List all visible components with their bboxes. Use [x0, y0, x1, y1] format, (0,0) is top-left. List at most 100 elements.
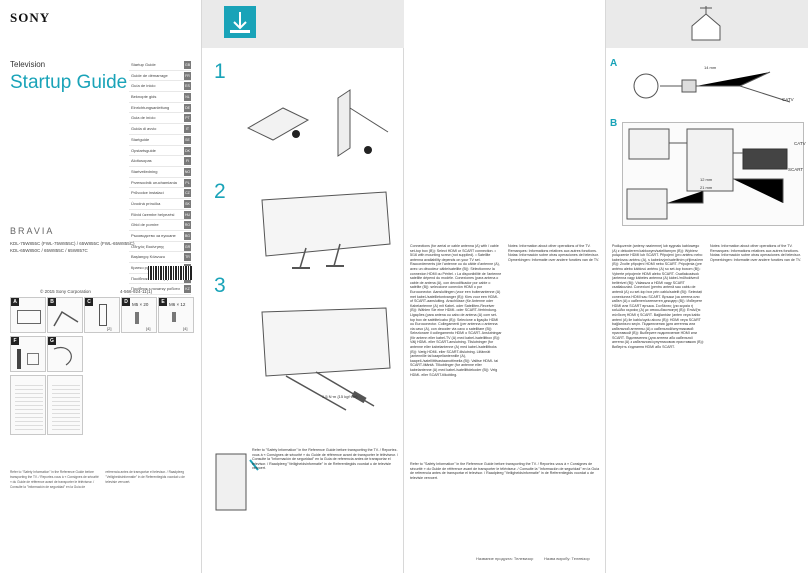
language-name: Startveiledning: [131, 168, 158, 174]
battery-icon: [27, 353, 39, 365]
part-e-screws: E M6 × 12 [4]: [158, 297, 194, 333]
language-row: Ghid de pornire RO: [129, 220, 191, 231]
catv-label-b: CATV: [794, 141, 806, 146]
models-line-2: KDL-65W850C / 65W855C / 65W857C: [10, 248, 88, 253]
part-tag: E: [159, 298, 167, 306]
scart-label: SCART: [788, 167, 804, 172]
product-label: Television: [10, 60, 46, 69]
screw-icon: [135, 312, 139, 324]
language-row: Οδηγός Εκκίνησης GR: [129, 242, 191, 253]
language-name: Guida di avvio: [131, 126, 157, 132]
house-antenna-icon: [691, 6, 721, 41]
length-label-b2: 21 mm: [700, 185, 713, 190]
barcode: [148, 266, 192, 280]
part-tag: F: [11, 337, 19, 345]
cable-icon: [53, 347, 72, 366]
qty-e: [4]: [183, 326, 188, 331]
bracket-icon: [99, 304, 107, 326]
copyright: © 2015 Sony Corporation: [40, 289, 91, 294]
part-f-remote: F: [10, 336, 46, 372]
document-icon: [15, 382, 43, 430]
diagram-b-wiring: [626, 128, 788, 220]
notes-text: Refer to "Safety Information" in the Ref…: [10, 470, 185, 489]
diagram-a-aerial: [633, 71, 791, 103]
diagram-b-settopbox: [622, 122, 804, 226]
section-b-label: B: [610, 118, 618, 129]
remote-icon: [17, 349, 21, 369]
language-row: Aloitusopas FI: [129, 156, 191, 167]
language-name: Οδηγός Εκκίνησης: [131, 243, 165, 249]
series-logo: BRAVIA: [10, 226, 55, 236]
language-name: Opstartsguide: [131, 147, 156, 153]
qty-d: [4]: [146, 326, 151, 331]
language-name: Başlangıç Kılavuzu: [131, 254, 166, 260]
language-code-badge: KZ: [184, 285, 191, 294]
language-code-badge: GR: [184, 242, 191, 251]
connections-notes: Notes: Information about other operation…: [508, 244, 600, 262]
connections-footnotes: Refer to "Safety Information" in the Ref…: [410, 462, 600, 480]
language-code-badge: PL: [184, 178, 191, 187]
language-name: Ghid de pornire: [131, 222, 159, 228]
unpack-illustration: [224, 6, 256, 38]
language-code-badge: RO: [184, 221, 191, 230]
language-code-badge: BG: [184, 232, 191, 240]
language-name: Aloitusopas: [131, 158, 152, 164]
language-code-badge: SE: [184, 135, 191, 144]
language-code-badge: PT: [184, 114, 191, 123]
language-name: Guía de inicio: [131, 83, 156, 89]
document-code: 4-566-924-11(1): [120, 289, 153, 294]
language-code-badge: HU: [184, 210, 191, 219]
language-name: Przewodnik uruchamiania: [131, 179, 177, 185]
qty-c: [2]: [107, 326, 112, 331]
part-tag: A: [11, 298, 19, 306]
language-code-badge: CZ: [184, 189, 191, 198]
step-number: 2: [214, 180, 226, 203]
language-code-badge: GB: [184, 61, 191, 69]
model-list: KDL-75W855C (FWL-75W855C) / 65W855C (FWL…: [10, 240, 135, 254]
language-name: Посібник з початку роботи: [131, 286, 180, 292]
brand-logo: SONY: [10, 10, 51, 25]
language-code-badge: NL: [184, 93, 191, 102]
language-code-badge: ES: [184, 82, 191, 91]
steps-panel: 1 2 3 1.5 N·m {15 kgf·cm} Refer to "Safe…: [202, 0, 404, 573]
step2-tv-back-illustration: [261, 191, 391, 269]
part-c-bracket: C [2]: [84, 297, 120, 333]
language-row: Guía de inicio ES: [129, 81, 191, 93]
connections-text: Podłączenie (anteny naziemnej lub sygnał…: [612, 244, 704, 350]
length-label-a: 14 mm: [704, 65, 717, 70]
part-d-screws: D M5 × 20 [4]: [121, 297, 157, 333]
screw-size-e: M6 × 12: [169, 302, 186, 307]
part-tag: B: [48, 298, 56, 306]
language-name: Einrichtungsanleitung: [131, 104, 170, 110]
language-code-badge: TR: [184, 253, 191, 262]
cover-panel: SONY Television Startup Guide Startup Gu…: [0, 0, 202, 573]
language-code-badge: FI: [184, 157, 191, 166]
footer-product-name: Название продукта: Телевизор: [476, 556, 534, 561]
part-tag: G: [48, 337, 56, 345]
manual-thumbnail: [10, 375, 46, 435]
language-name: Ръководство за пускане: [131, 233, 176, 238]
footer-product-name-ua: Назва виробу: Телевізор: [544, 556, 590, 561]
language-name: Startup Guide: [131, 62, 156, 67]
step-number: 1: [214, 60, 226, 83]
language-row: Ръководство за пускане BG: [129, 231, 191, 242]
document-icon: [52, 382, 80, 430]
language-code-badge: DE: [184, 103, 191, 112]
footnote-text: Refer to "Safety Information" in the Ref…: [410, 462, 600, 480]
connections-column-right: Notes: Information about other operation…: [508, 244, 600, 262]
language-code-badge: NO: [184, 167, 191, 176]
connections-text: Notes: Information about other operation…: [710, 244, 802, 262]
step-notes-text: Refer to "Safety Information" in the Ref…: [252, 448, 399, 471]
part-tag: D: [122, 298, 130, 306]
connections-diagram-panel: A 14 mm CATV B CATV SCART 12 mm 21 mm Po…: [476, 0, 808, 573]
